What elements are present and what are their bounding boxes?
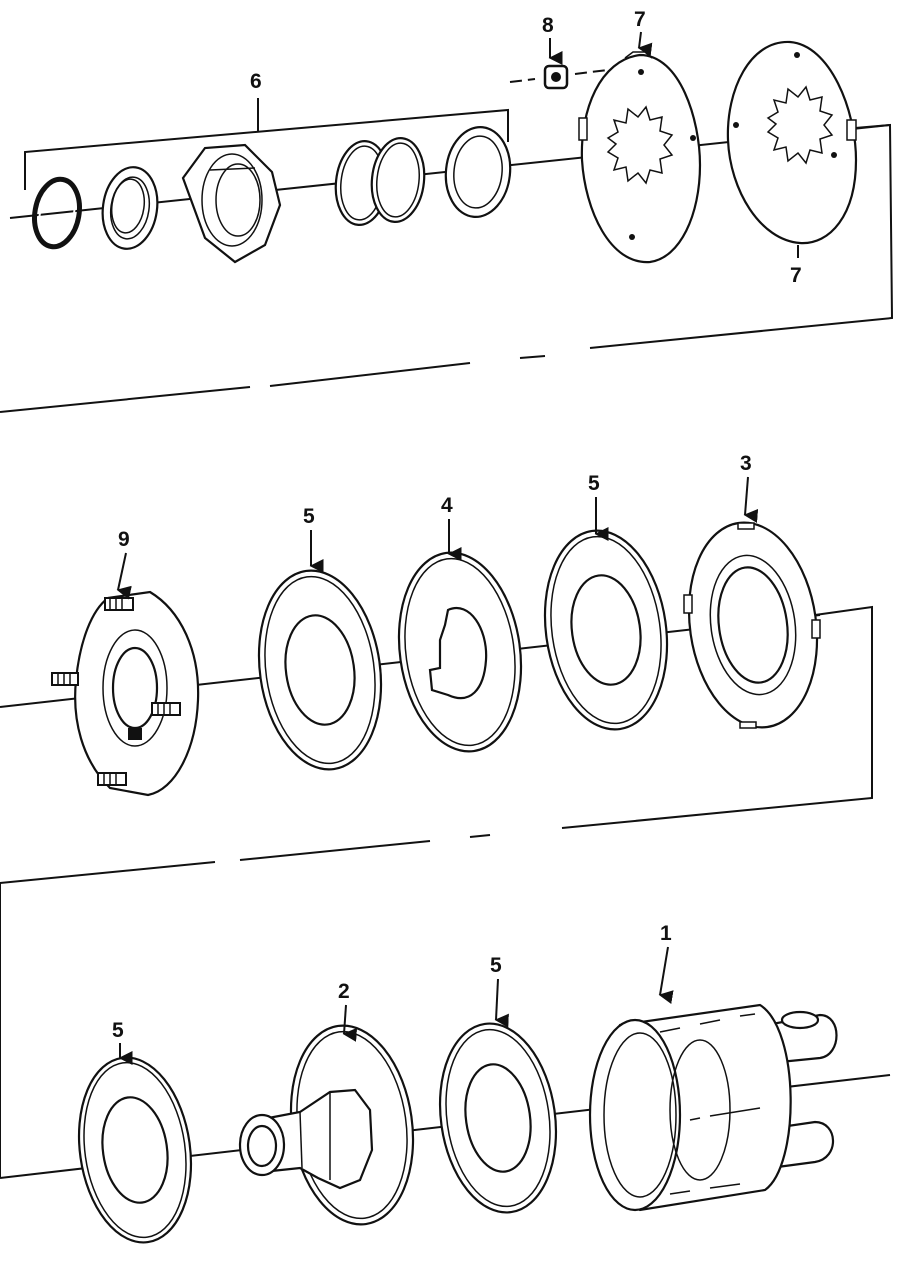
arrow-7-top	[637, 31, 653, 57]
friction-disc	[257, 569, 383, 771]
callout-2: 2	[338, 980, 350, 1003]
friction-disc	[543, 529, 669, 731]
item-6-bracket	[24, 108, 509, 190]
outer-seal-ring	[444, 126, 512, 218]
clutch-plate	[683, 521, 821, 729]
callout-1: 1	[660, 922, 672, 945]
top-frame-dash-2	[269, 362, 471, 387]
callout-6: 6	[250, 70, 262, 93]
arrow-5-bottom-right	[494, 978, 509, 1028]
callout-5-mid-right: 5	[588, 472, 600, 495]
hub-assembly	[238, 1024, 415, 1226]
top-frame-bottom	[0, 386, 251, 413]
bottom-assembly-row: 5 2 5 1	[0, 883, 891, 1244]
pressure-plate	[51, 590, 200, 797]
clutch-drum-yoke	[588, 1003, 838, 1212]
spline-plate-front	[578, 51, 702, 264]
callout-7-top: 7	[634, 8, 646, 31]
arrow-3	[743, 476, 759, 523]
top-assembly-row: 6 8 7 7	[0, 8, 894, 413]
callout-9: 9	[118, 528, 130, 551]
seal-housing	[181, 143, 282, 264]
callout-5-bottom-left: 5	[112, 1019, 124, 1042]
stud	[51, 672, 79, 686]
callout-3: 3	[740, 452, 752, 475]
arrow-9	[116, 552, 132, 600]
middle-frame-bottom	[0, 861, 216, 884]
middle-frame-dash-2	[239, 840, 431, 861]
middle-frame-dash-1	[469, 834, 491, 838]
sealing-rings-pair	[334, 137, 426, 226]
callout-4: 4	[441, 494, 453, 517]
callout-5-bottom-right: 5	[490, 954, 502, 977]
snap-ring	[32, 176, 82, 250]
spline-plate-rear	[726, 40, 858, 245]
callout-7-bottom: 7	[790, 264, 802, 287]
friction-disc	[77, 1056, 193, 1244]
seal-ring	[101, 166, 159, 250]
middle-assembly-row: 9 5 4 5 3	[0, 452, 873, 884]
top-frame-right	[589, 123, 894, 349]
arrow-1	[658, 946, 674, 1004]
top-frame-dash-1	[519, 355, 546, 359]
friction-disc	[438, 1022, 558, 1214]
stud	[97, 772, 127, 786]
middle-frame-right	[561, 605, 873, 829]
arrow-2	[342, 1004, 358, 1042]
separator-plate	[397, 551, 523, 753]
callout-8: 8	[542, 14, 554, 37]
stud	[104, 597, 134, 611]
stud	[151, 702, 181, 716]
callout-5-mid-left: 5	[303, 505, 315, 528]
